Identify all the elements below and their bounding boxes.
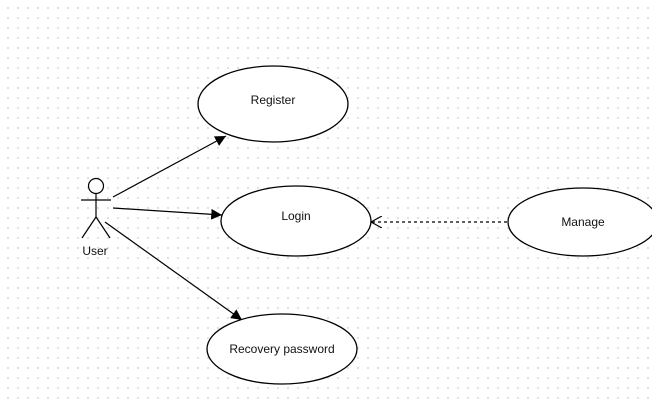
use-case-label: Register [251, 93, 296, 107]
use-case-label: Recovery password [229, 342, 334, 356]
use-case-login[interactable]: Login [220, 185, 372, 257]
actor-user[interactable]: User [81, 177, 111, 259]
use-case-recovery[interactable]: Recovery password [206, 313, 358, 385]
actor-label: User [82, 244, 107, 258]
use-case-label: Login [281, 209, 310, 223]
use-case-manage[interactable]: Manage [507, 187, 652, 257]
use-case-label: Manage [561, 215, 605, 229]
use-case-register[interactable]: Register [197, 65, 349, 143]
association-user-login[interactable] [112, 207, 223, 220]
association-user-register[interactable] [112, 135, 227, 198]
association-user-recovery[interactable] [104, 221, 243, 321]
stick-figure-icon [81, 177, 111, 239]
